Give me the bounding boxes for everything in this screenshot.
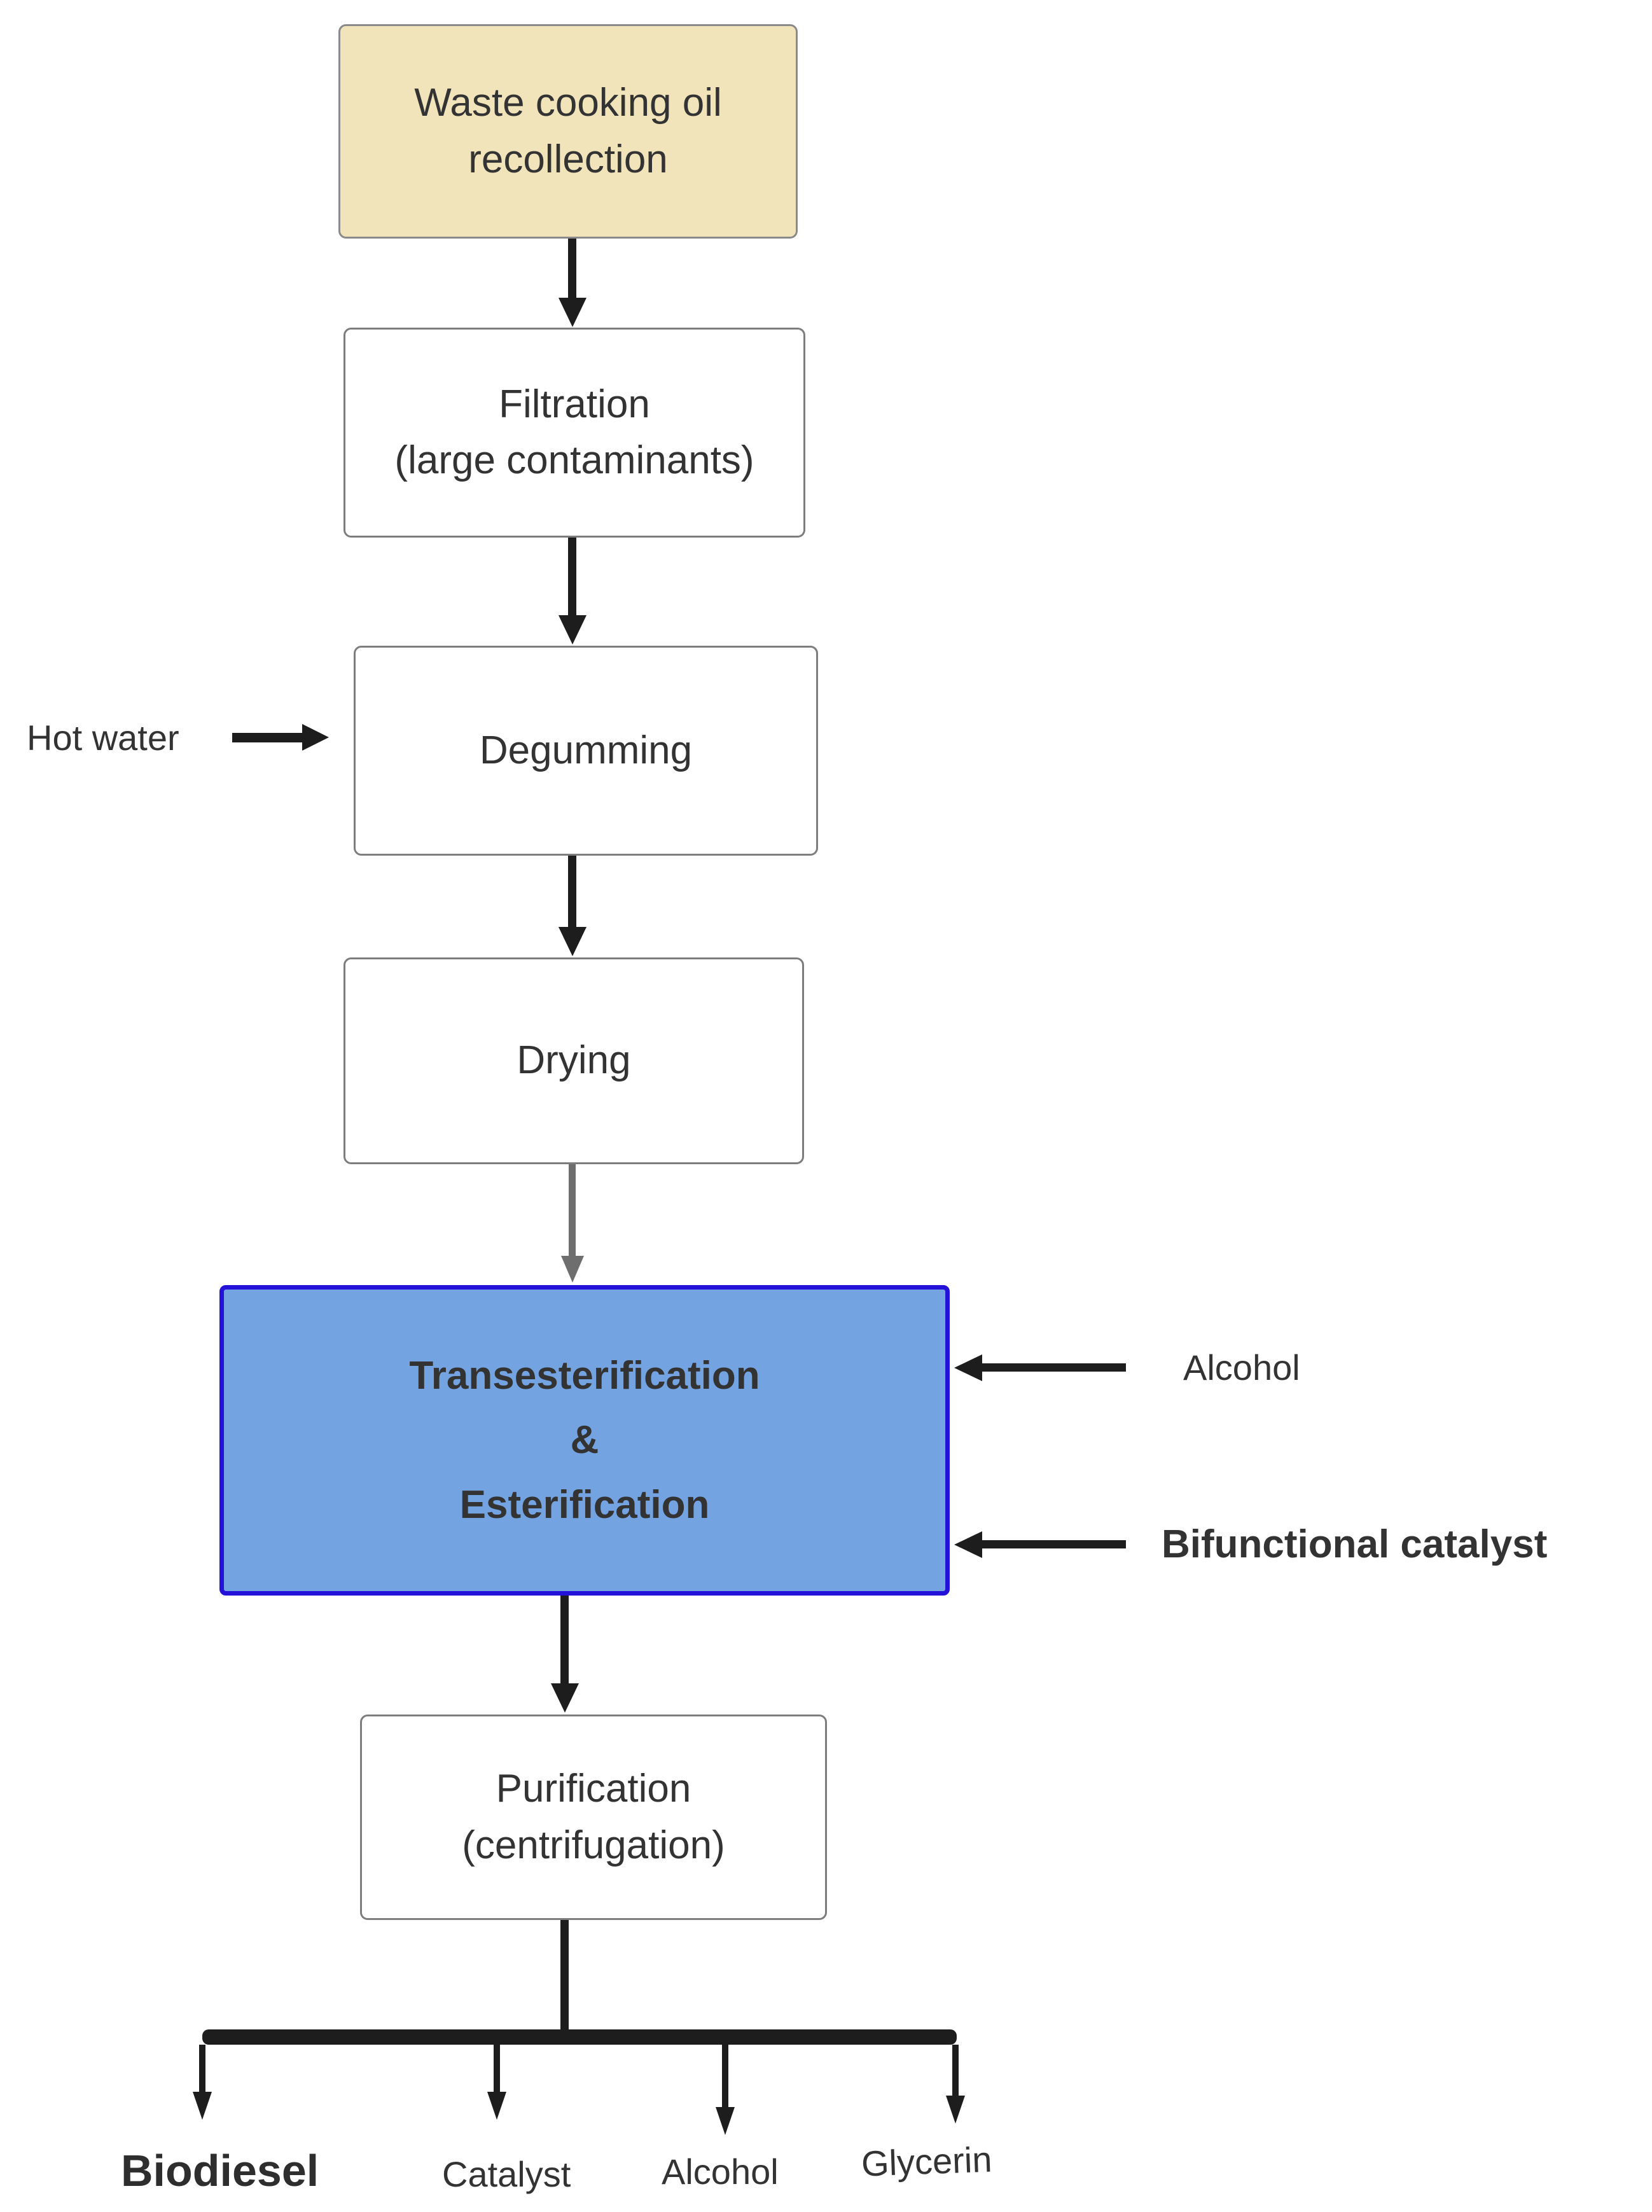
bifunctional-catalyst-arrow-head bbox=[954, 1531, 982, 1558]
arrow-filtration-to-degumming-head bbox=[559, 615, 587, 644]
label-output-catalyst: Catalyst bbox=[442, 2154, 571, 2194]
arrow-output-biodiesel-head bbox=[193, 2092, 212, 2120]
node-reaction-label-line2: Esterification bbox=[459, 1482, 710, 1527]
node-waste-cooking-oil: Waste cooking oil recollection bbox=[338, 24, 798, 239]
node-filtration: Filtration (large contaminants) bbox=[344, 328, 805, 538]
label-alcohol-input: Alcohol bbox=[1183, 1347, 1300, 1388]
label-output-glycerin: Glycerin bbox=[860, 2139, 993, 2184]
node-drying-label: Drying bbox=[517, 1038, 631, 1083]
arrow-degumming-to-drying-line bbox=[568, 856, 576, 928]
node-purification: Purification (centrifugation) bbox=[360, 1715, 827, 1920]
arrow-output-catalyst-line bbox=[494, 2045, 500, 2093]
arrow-output-biodiesel-line bbox=[199, 2045, 205, 2093]
node-degumming-label: Degumming bbox=[479, 728, 693, 772]
node-reaction-label-amp: & bbox=[570, 1418, 599, 1463]
node-waste-cooking-oil-label: Waste cooking oil recollection bbox=[414, 81, 722, 181]
alcohol-arrow-line bbox=[981, 1363, 1126, 1372]
output-branch-bar bbox=[202, 2029, 957, 2045]
arrow-output-catalyst-head bbox=[487, 2092, 506, 2120]
node-purification-label: Purification (centrifugation) bbox=[462, 1767, 725, 1867]
label-bifunctional-catalyst: Bifunctional catalyst bbox=[1162, 1522, 1548, 1566]
arrow-drying-to-reaction-head bbox=[561, 1256, 584, 1283]
arrow-drying-to-reaction-line bbox=[569, 1164, 576, 1257]
output-stem-line bbox=[560, 1920, 569, 2031]
arrow-reaction-to-purification-line bbox=[560, 1596, 569, 1685]
arrow-output-alcohol-line bbox=[722, 2045, 728, 2108]
hot-water-arrow-line bbox=[232, 733, 303, 742]
arrow-degumming-to-drying-head bbox=[559, 927, 587, 956]
arrow-reaction-to-purification-head bbox=[551, 1683, 579, 1713]
arrow-waste-to-filtration-head bbox=[559, 298, 587, 327]
arrow-filtration-to-degumming-line bbox=[568, 538, 576, 616]
node-drying: Drying bbox=[344, 957, 804, 1164]
hot-water-arrow-head bbox=[302, 724, 329, 751]
arrow-output-alcohol-head bbox=[716, 2107, 735, 2135]
label-hot-water: Hot water bbox=[27, 718, 179, 758]
node-degumming: Degumming bbox=[354, 646, 818, 856]
bifunctional-catalyst-arrow-line bbox=[981, 1540, 1126, 1548]
node-filtration-label: Filtration (large contaminants) bbox=[394, 382, 754, 482]
arrow-output-glycerin-head bbox=[946, 2096, 965, 2124]
node-reaction-label-line1: Transesterification bbox=[409, 1354, 760, 1398]
arrow-output-glycerin-line bbox=[952, 2045, 959, 2097]
alcohol-arrow-head bbox=[954, 1354, 982, 1381]
arrow-waste-to-filtration-line bbox=[568, 239, 576, 299]
label-output-biodiesel: Biodiesel bbox=[121, 2146, 319, 2195]
node-transesterification-esterification: Transesterification & Esterification bbox=[219, 1285, 950, 1596]
label-output-alcohol: Alcohol bbox=[662, 2152, 779, 2192]
